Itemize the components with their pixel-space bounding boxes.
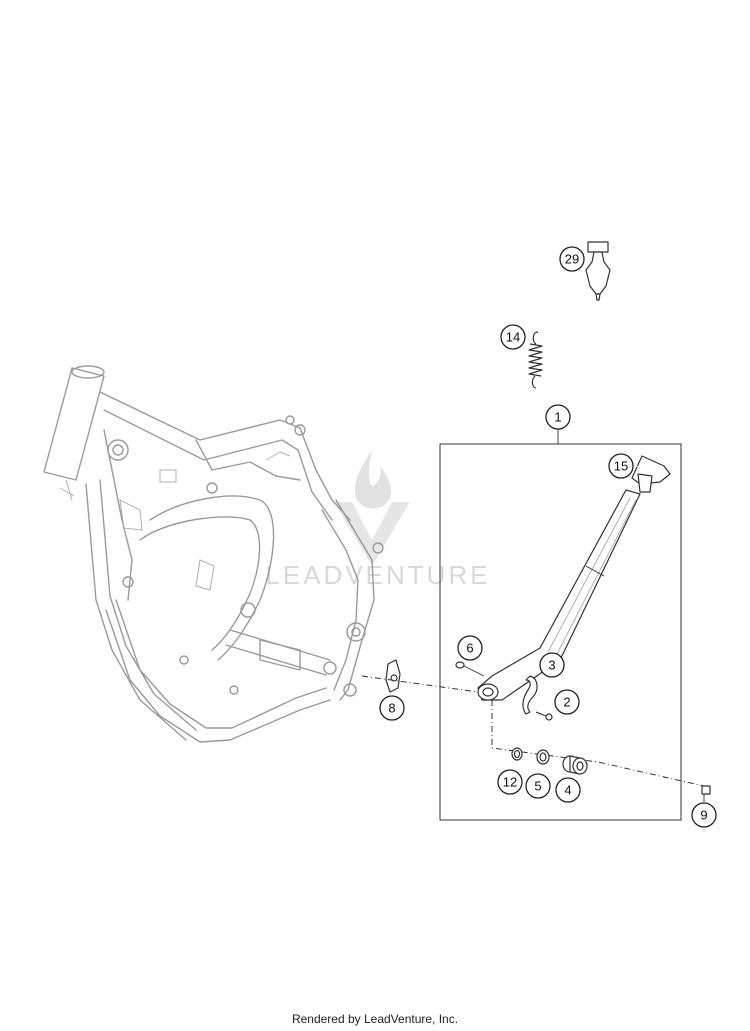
callout-2-label: 2	[563, 695, 570, 710]
callout-5: 5	[525, 773, 551, 799]
callout-9: 9	[691, 802, 717, 828]
callout-5-label: 5	[534, 779, 541, 794]
part-14-spring	[528, 331, 543, 389]
callout-12-label: 12	[503, 775, 517, 790]
v-logo-icon	[334, 502, 410, 566]
callout-14-label: 14	[506, 330, 520, 345]
part-4-bushing	[562, 755, 588, 775]
callout-15-label: 15	[614, 459, 628, 474]
part-6-bolt	[455, 661, 485, 677]
callout-29-label: 29	[565, 252, 579, 267]
part-3-bracket	[522, 675, 538, 715]
part-29-tool	[585, 241, 611, 301]
callout-2: 2	[554, 689, 580, 715]
callout-3-label: 3	[548, 658, 555, 673]
callout-15: 15	[608, 453, 634, 479]
part-8-clip	[385, 659, 401, 693]
motorcycle-frame	[43, 365, 384, 743]
callout-1: 1	[545, 404, 571, 430]
flame-logo-icon	[354, 450, 392, 509]
part-15-foot	[631, 455, 671, 493]
part-2-bolt	[535, 711, 553, 721]
axis-line-pivot	[361, 675, 479, 693]
watermark-text: LEADVENTURE	[265, 560, 490, 590]
watermark: LEADVENTURE	[265, 450, 490, 590]
callout-9-label: 9	[700, 808, 707, 823]
callout-4: 4	[555, 777, 581, 803]
callout-29: 29	[559, 246, 585, 272]
axis-line-hardware	[491, 700, 705, 787]
callout-8: 8	[379, 695, 405, 721]
callout-8-label: 8	[388, 701, 395, 716]
callout-1-label: 1	[554, 410, 561, 425]
footer-credit: Rendered by LeadVenture, Inc.	[291, 1012, 459, 1026]
callout-12: 12	[497, 769, 523, 795]
callout-6: 6	[457, 635, 483, 661]
assembly-box	[439, 443, 682, 821]
part-12-washer	[511, 747, 523, 761]
callout-14: 14	[500, 324, 526, 350]
part-9-screw	[701, 785, 711, 802]
callout-6-label: 6	[466, 641, 473, 656]
callout-4-label: 4	[564, 783, 571, 798]
part-5-washer	[536, 749, 550, 765]
callout-3: 3	[539, 652, 565, 678]
